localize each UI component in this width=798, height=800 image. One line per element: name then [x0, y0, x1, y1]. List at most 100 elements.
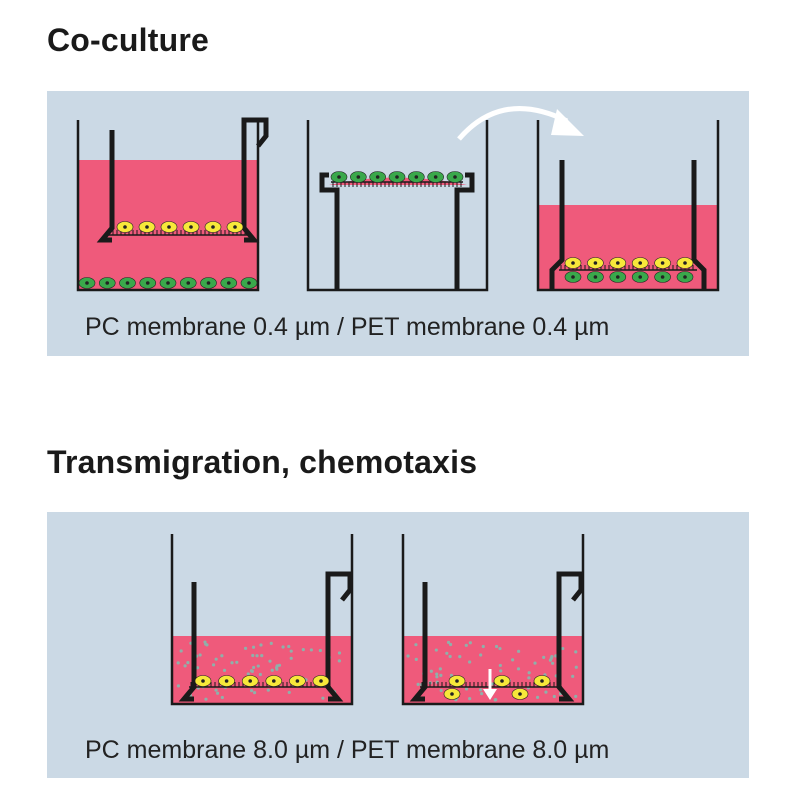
chemoattractant-dot	[301, 648, 305, 652]
chemoattractant-dot	[220, 654, 224, 658]
chemoattractant-dot	[414, 643, 418, 647]
cell-nucleus	[395, 175, 399, 179]
chemoattractant-dot	[406, 654, 410, 658]
chemoattractant-dot	[337, 651, 342, 655]
cell-nucleus	[571, 261, 575, 265]
cell-nucleus	[123, 225, 127, 229]
chemoattractant-dot	[220, 695, 224, 700]
co-culture-title: Co-culture	[47, 22, 209, 58]
chemoattractant-dot	[498, 663, 502, 668]
chemoattractant-dot	[481, 644, 485, 649]
chemoattractant-dot	[214, 688, 218, 692]
insert-wall-right	[454, 172, 475, 290]
chemoattractant-dot	[277, 663, 282, 667]
chemoattractant-dot	[550, 661, 555, 665]
chemoattractant-dot	[439, 673, 443, 677]
chemoattractant-dot	[448, 654, 452, 659]
cell-nucleus	[167, 225, 171, 229]
chemoattractant-dot	[480, 692, 484, 696]
cell-nucleus	[356, 175, 361, 179]
chemoattractant-dot	[249, 669, 254, 673]
chemoattractant-dot	[289, 649, 293, 653]
chemoattractant-dot	[230, 661, 234, 665]
cell-nucleus	[189, 225, 193, 229]
well-wall	[76, 120, 260, 292]
chemoattractant-dot	[214, 657, 218, 661]
chemoattractant-dot	[215, 691, 220, 695]
chemoattractant-dot	[243, 646, 248, 650]
chemoattractant-dot	[204, 697, 208, 701]
chemoattractant-dot	[429, 669, 433, 673]
chemoattractant-dot	[287, 644, 291, 649]
chemoattractant-dot	[309, 648, 313, 652]
chemoattractant-dot	[259, 643, 263, 647]
chemoattractant-dot	[256, 664, 260, 668]
well-chemoattractant	[170, 534, 354, 706]
well-cell-migration	[401, 534, 585, 706]
well-cells-on-insert-and-bottom	[76, 117, 269, 292]
chemoattractant-dot	[203, 640, 207, 644]
insert-wall-left	[178, 582, 197, 702]
well-wall	[170, 534, 354, 706]
cell-nucleus	[337, 175, 341, 179]
chemoattractant-dot	[464, 687, 469, 691]
well-flipped-insert	[536, 120, 720, 292]
flip-arrow-icon	[457, 106, 584, 141]
cell-nucleus	[683, 275, 687, 279]
chemoattractant-dot	[435, 672, 439, 676]
chemoattractant-dot	[464, 643, 468, 647]
cell-nucleus	[433, 175, 438, 179]
chemoattractant-dot	[458, 655, 462, 659]
chemoattractant-dot	[468, 697, 472, 701]
chemoattractant-dot	[269, 641, 273, 645]
cell-nucleus	[206, 281, 211, 285]
cell-nucleus	[85, 281, 89, 285]
transmigration-caption: PC membrane 8.0 µm / PET membrane 8.0 µm	[85, 736, 610, 764]
well-wall	[401, 534, 585, 706]
cell-nucleus	[375, 175, 380, 179]
transmigration-title: Transmigration, chemotaxis	[47, 444, 478, 480]
chemoattractant-dot	[176, 684, 181, 688]
chemoattractant-dot	[260, 654, 264, 658]
cell-nucleus	[453, 175, 457, 179]
chemoattractant-dot	[574, 650, 578, 654]
chemoattractant-dot	[542, 655, 546, 660]
chemoattractant-dot	[222, 668, 227, 672]
insert-wall-right	[241, 117, 269, 243]
chemoattractant-dot	[186, 661, 190, 665]
chemoattractant-dot	[571, 674, 575, 678]
chemoattractant-dot	[211, 663, 216, 667]
chemoattractant-dot	[527, 671, 531, 675]
chemoattractant-dot	[251, 653, 255, 658]
cell-nucleus	[105, 281, 110, 285]
cell-nucleus	[248, 679, 252, 683]
well-wall	[306, 120, 489, 292]
cell-nucleus	[593, 275, 598, 279]
cell-nucleus	[226, 281, 231, 285]
co-culture-caption: PC membrane 0.4 µm / PET membrane 0.4 µm	[85, 313, 610, 341]
cell-nucleus	[660, 261, 665, 265]
insert-wall-right	[691, 160, 707, 290]
chemoattractant-dot	[183, 664, 187, 668]
cell-nucleus	[319, 679, 323, 683]
chemoattractant-dot	[434, 648, 438, 652]
cell-nucleus	[145, 281, 150, 285]
chemoattractant-dot	[246, 672, 250, 676]
cell-nucleus	[186, 281, 191, 285]
cell-nucleus	[247, 281, 251, 285]
transmigration-panel: PC membrane 8.0 µm / PET membrane 8.0 µm	[47, 512, 749, 778]
chemoattractant-dot	[198, 653, 202, 657]
chemoattractant-dot	[479, 688, 483, 692]
cell-nucleus	[211, 225, 215, 229]
cell-nucleus	[571, 275, 575, 279]
chemoattractant-dot	[445, 651, 449, 655]
chemoattractant-dot	[287, 690, 291, 695]
chemoattractant-dot	[255, 654, 259, 658]
chemoattractant-dot	[533, 661, 537, 665]
medium	[172, 636, 352, 704]
insert-wall-left	[96, 130, 115, 243]
cell-nucleus	[295, 679, 300, 683]
inverted-insert-cells-on-underside	[306, 120, 489, 292]
chemoattractant-dot	[337, 659, 341, 663]
chemoattractant-dot	[289, 656, 293, 660]
